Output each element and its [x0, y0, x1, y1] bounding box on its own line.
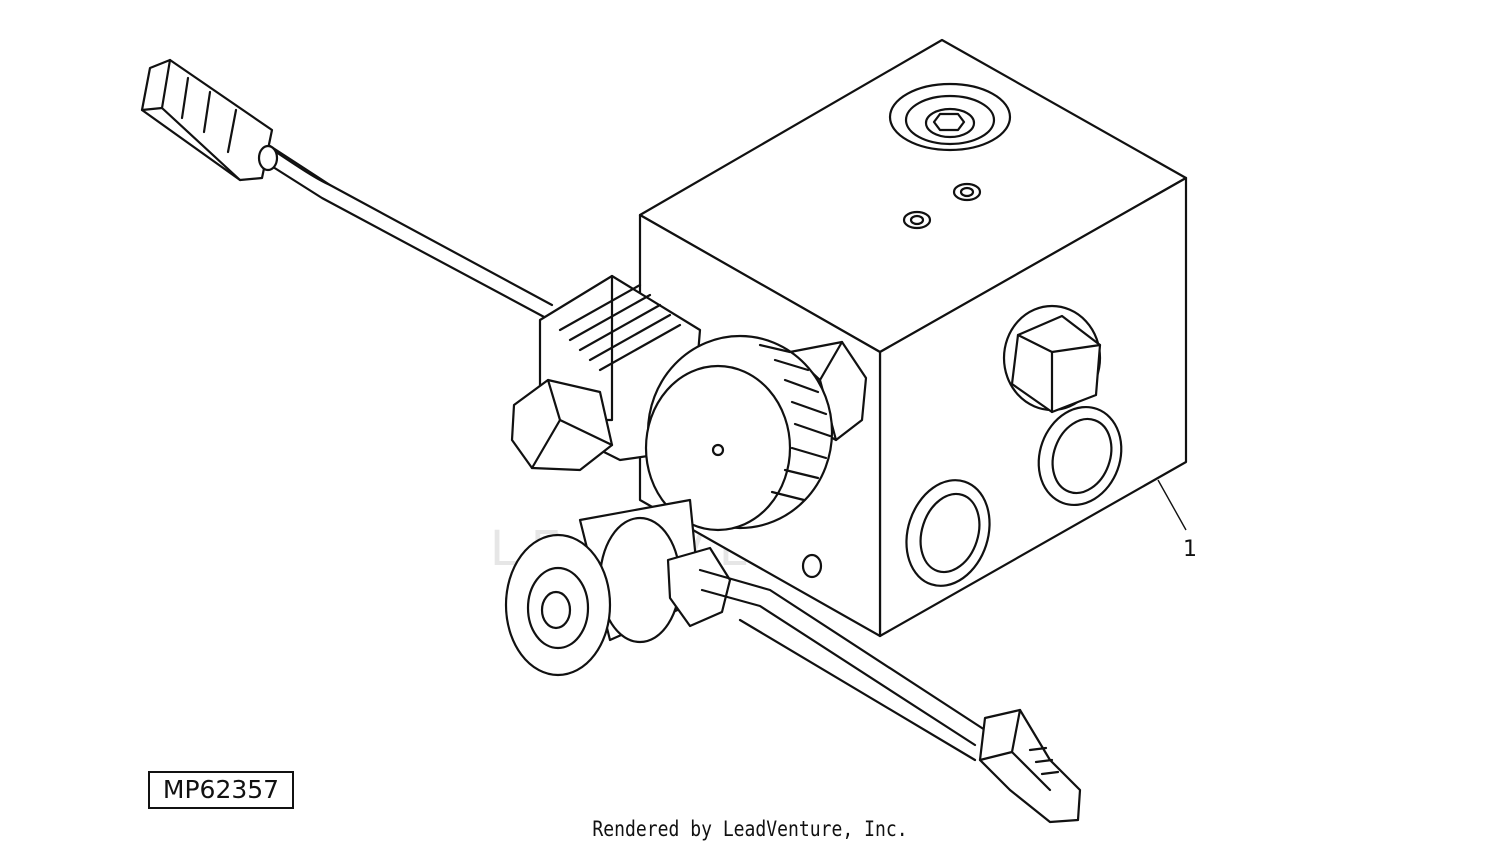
- figure-id-box: MP62357: [148, 771, 294, 809]
- render-credit: Rendered by LeadVenture, Inc.: [592, 817, 908, 841]
- valve-block: [638, 38, 1188, 638]
- lower-cartridge: [504, 498, 732, 677]
- lower-connector: [978, 708, 1082, 824]
- callout-label: 1: [1183, 537, 1197, 562]
- upper-connector: [140, 58, 279, 182]
- upper-wire-harness: [140, 58, 554, 320]
- lower-wire-harness: [698, 568, 1082, 824]
- solenoid-coil: [510, 274, 868, 532]
- callout-1: 1: [1157, 479, 1197, 562]
